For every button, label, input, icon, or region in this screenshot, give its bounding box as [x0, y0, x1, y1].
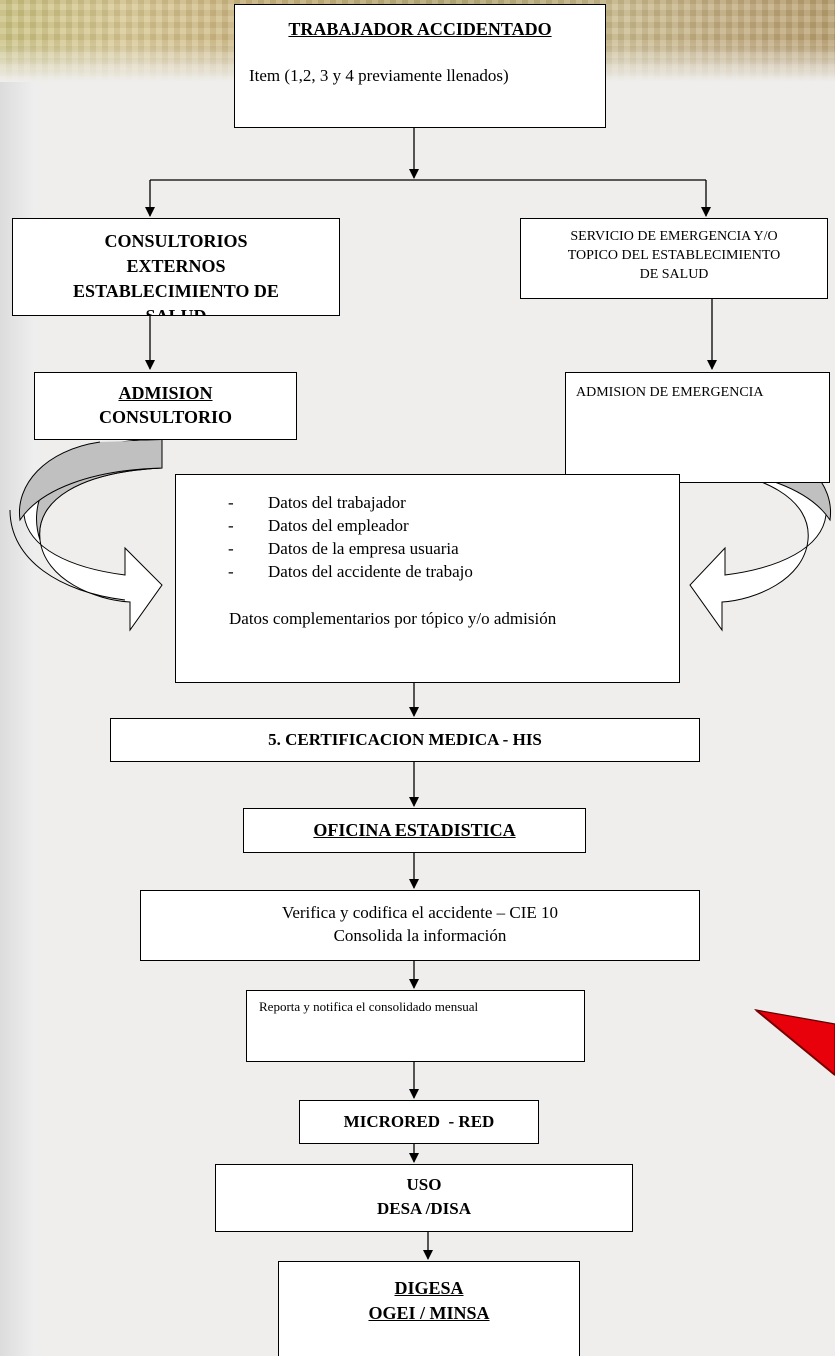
box-line: TOPICO DEL ESTABLECIMIENTO — [567, 248, 781, 263]
box-title: TRABAJADOR ACCIDENTADO — [288, 19, 552, 39]
digesa-line: DIGESA — [394, 1278, 464, 1298]
verifica-line: Consolida la información — [333, 926, 507, 945]
list-item: -Datos del empleador — [228, 516, 409, 535]
datos-box: -Datos del trabajador -Datos del emplead… — [175, 474, 680, 683]
verifica-line: Verifica y codifica el accidente – CIE 1… — [281, 903, 559, 922]
certificacion-label: 5. CERTIFICACION MEDICA - HIS — [268, 730, 542, 749]
admision-consultorio-box: ADMISION CONSULTORIO — [34, 372, 297, 440]
box-line: DE SALUD — [639, 267, 709, 282]
box-line: EXTERNOS — [126, 256, 226, 276]
certificacion-box: 5. CERTIFICACION MEDICA - HIS — [110, 718, 700, 762]
microred-box: MICRORED - RED — [299, 1100, 539, 1144]
consultorios-externos-box: CONSULTORIOS EXTERNOS ESTABLECIMIENTO DE… — [12, 218, 340, 316]
box-line: SERVICIO DE EMERGENCIA Y/O — [570, 229, 778, 244]
digesa-box: DIGESA OGEI / MINSA — [278, 1261, 580, 1356]
box-line: ESTABLECIMIENTO DE — [73, 281, 279, 301]
uso-box: USO DESA /DISA — [215, 1164, 633, 1232]
datos-footer: Datos complementarios por tópico y/o adm… — [229, 609, 557, 628]
verifica-box: Verifica y codifica el accidente – CIE 1… — [140, 890, 700, 961]
list-item: -Datos de la empresa usuaria — [228, 539, 459, 558]
digesa-line: OGEI / MINSA — [368, 1303, 490, 1323]
trabajador-accidentado-box: TRABAJADOR ACCIDENTADO Item (1,2, 3 y 4 … — [234, 4, 606, 128]
oficina-estadistica-box: OFICINA ESTADISTICA — [243, 808, 586, 853]
list-item: -Datos del trabajador — [228, 493, 406, 512]
box-line: CONSULTORIOS — [104, 231, 248, 251]
uso-line: DESA /DISA — [376, 1199, 471, 1218]
box-line: SALUD — [145, 306, 207, 316]
box-subtitle: Item (1,2, 3 y 4 previamente llenados) — [249, 66, 509, 85]
reporta-label: Reporta y notifica el consolidado mensua… — [259, 999, 479, 1014]
list-item: -Datos del accidente de trabajo — [228, 562, 473, 581]
admision-emergencia-label: ADMISION DE EMERGENCIA — [576, 385, 764, 400]
servicio-emergencia-box: SERVICIO DE EMERGENCIA Y/O TOPICO DEL ES… — [520, 218, 828, 299]
microred-label: MICRORED - RED — [343, 1112, 495, 1131]
admision-emergencia-box: ADMISION DE EMERGENCIA — [565, 372, 830, 483]
oficina-label: OFICINA ESTADISTICA — [313, 820, 516, 840]
admision-label: ADMISION — [118, 383, 213, 403]
uso-line: USO — [406, 1175, 442, 1194]
consultorio-label: CONSULTORIO — [98, 407, 233, 427]
reporta-box: Reporta y notifica el consolidado mensua… — [246, 990, 585, 1062]
